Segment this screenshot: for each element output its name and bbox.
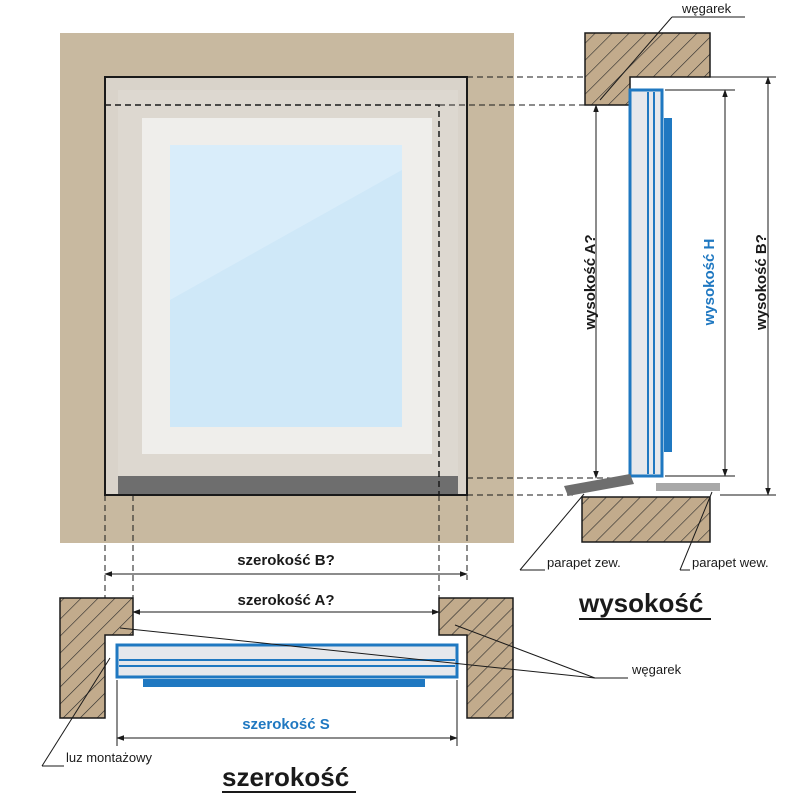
front-view — [60, 33, 514, 543]
window-sill-front — [118, 476, 458, 494]
glass-reflection — [170, 145, 402, 300]
outer-sill-side — [564, 474, 634, 496]
bottom-wall-block — [581, 496, 711, 543]
width-b-label: szerokość B? — [237, 552, 335, 569]
plan-section: szerokość B? szerokość A? szerokość S wę… — [41, 552, 682, 793]
szerokosc-title: szerokość — [222, 762, 349, 792]
wegarek-bottom-label: węgarek — [631, 662, 682, 677]
height-h-label: wysokość H — [701, 239, 718, 327]
plan-window-sash — [143, 679, 425, 687]
wegarek-top-label: węgarek — [681, 1, 732, 16]
top-wall-block — [584, 32, 711, 106]
wysokosc-title: wysokość — [578, 588, 703, 618]
inner-sill-side — [656, 483, 720, 491]
inner-dashed-outline — [104, 104, 440, 496]
height-b-label: wysokość B? — [753, 234, 770, 331]
side-section: wysokość A? wysokość H wysokość B? węgar… — [519, 1, 776, 620]
parapet-wew-label: parapet wew. — [692, 555, 769, 570]
left-wall-block — [59, 597, 134, 719]
width-s-label: szerokość S — [242, 716, 330, 733]
luz-montazowy-label: luz montażowy — [66, 750, 152, 765]
parapet-zew-label: parapet zew. — [547, 555, 621, 570]
width-a-label: szerokość A? — [238, 592, 335, 609]
right-wall-block — [438, 597, 514, 719]
height-a-label: wysokość A? — [582, 234, 599, 330]
side-window-sash — [664, 118, 672, 452]
side-window-frame — [628, 88, 664, 478]
